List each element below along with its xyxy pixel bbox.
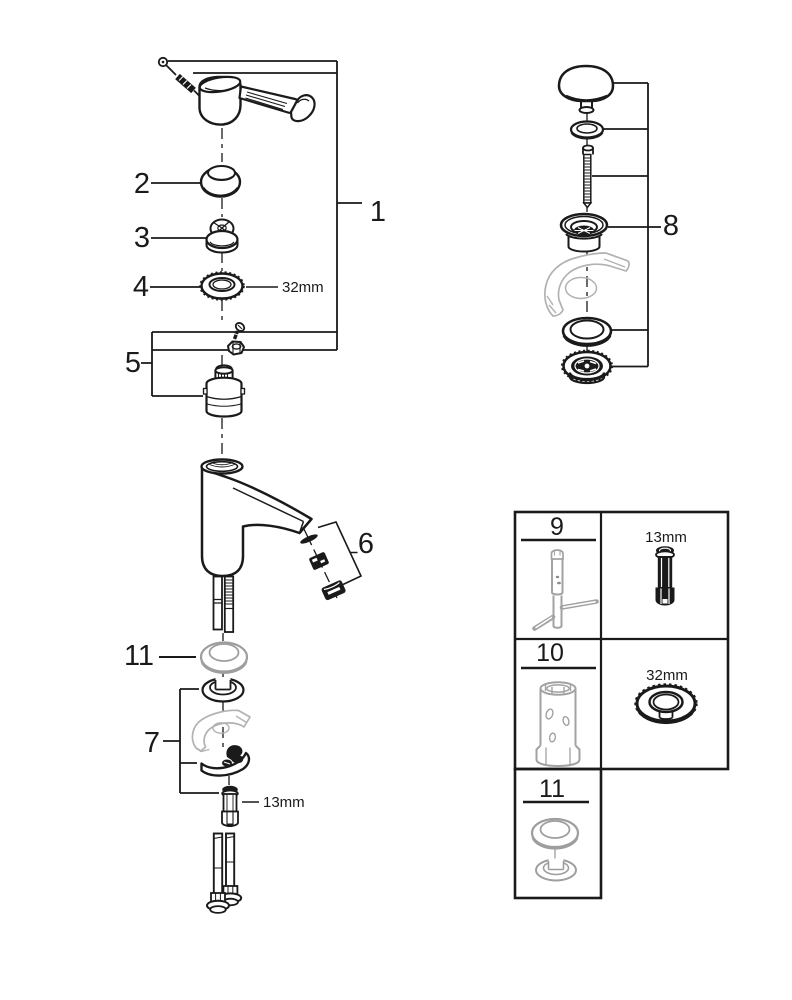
dim-32mm-label: 32mm <box>282 279 324 296</box>
mounting-studs-drawing <box>212 575 235 633</box>
callout-4-label: 4 <box>133 271 149 303</box>
callout-8-bracket <box>592 82 661 368</box>
part-11-washer-drawing <box>199 641 249 674</box>
supply-hoses-drawing <box>206 832 243 914</box>
table-cell-13mm: 13mm <box>645 529 687 606</box>
pin-wrench-tool-drawing <box>532 549 599 631</box>
part-5-cartridge-drawing <box>202 364 246 418</box>
callout-6-label: 6 <box>358 528 374 560</box>
part-7-horseshoe-washer-drawing <box>201 677 245 703</box>
table-cell-10-label: 10 <box>536 639 564 667</box>
part-2-cap-drawing <box>199 165 242 198</box>
table-cell-9: 9 <box>521 513 599 631</box>
drain-strainer-nut-drawing <box>560 349 614 385</box>
callout-5-bracket <box>141 331 337 397</box>
socket-tool-drawing <box>535 681 581 767</box>
part-6-aerator-drawing <box>300 521 363 601</box>
table-bolt-drawing <box>655 546 675 606</box>
drain-ghost-basin-drawing <box>543 252 630 317</box>
faucet-body-drawing <box>200 458 313 578</box>
callout-1-label: 1 <box>370 196 386 228</box>
main-centerlines <box>221 128 230 785</box>
table-cell-32mm-label: 32mm <box>646 667 688 684</box>
part-7-bolt-drawing <box>221 785 239 827</box>
callout-7-label: 7 <box>144 727 160 759</box>
lever-handle-drawing <box>198 75 316 126</box>
drain-plug-drawing <box>557 64 615 114</box>
drain-flange-drawing <box>559 212 609 253</box>
drain-washer-drawing <box>569 120 605 140</box>
callout-11-label: 11 <box>124 640 154 672</box>
part-7-clamp-drawing <box>200 745 251 777</box>
cartridge-screw-drawing <box>232 322 246 340</box>
table-washer-set-drawing <box>530 817 580 882</box>
table-cell-10: 10 <box>521 639 596 767</box>
part-3-cartridge-cap-drawing <box>205 218 239 254</box>
part-7-ghost-gasket-drawing <box>191 709 251 753</box>
part-4-ring-nut-drawing <box>199 271 245 301</box>
parts-table: 9 13mm <box>513 510 730 900</box>
table-cell-32mm: 32mm <box>634 667 698 725</box>
table-cell-11: 11 <box>523 775 589 882</box>
cartridge-nut-drawing <box>227 340 245 356</box>
dim-13mm-label: 13mm <box>263 794 305 811</box>
table-cell-9-label: 9 <box>550 513 564 541</box>
table-ring-nut-drawing <box>634 683 698 725</box>
table-cell-11-label: 11 <box>539 775 565 803</box>
callout-1-bracket <box>168 60 362 350</box>
drain-screw-drawing <box>582 144 594 209</box>
drain-lower-washer-drawing <box>561 316 613 347</box>
callout-8-label: 8 <box>663 210 679 242</box>
callout-5-label: 5 <box>125 347 141 379</box>
table-cell-13mm-label: 13mm <box>645 529 687 546</box>
callout-7-bracket <box>163 688 219 794</box>
callout-3-label: 3 <box>134 222 150 254</box>
callout-2-label: 2 <box>134 168 150 200</box>
